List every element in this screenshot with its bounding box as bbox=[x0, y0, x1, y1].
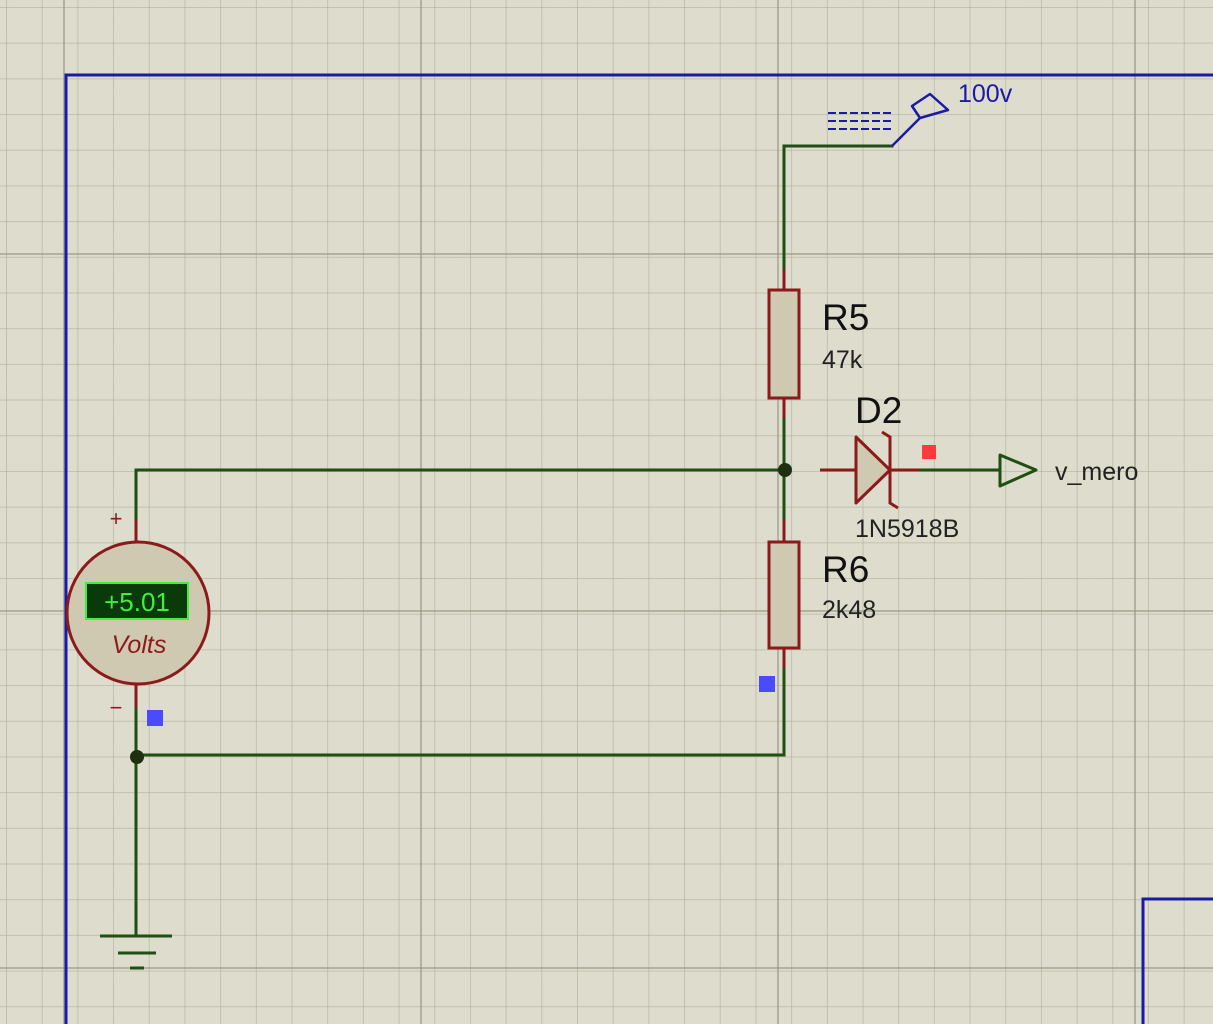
source-terminal[interactable]: 100v bbox=[828, 80, 1013, 147]
wire-r6-to-bottom[interactable] bbox=[136, 646, 786, 757]
output-terminal-label: v_mero bbox=[1055, 458, 1138, 486]
probe-marker-blue-r6 bbox=[759, 676, 775, 692]
ground-symbol[interactable] bbox=[100, 934, 172, 970]
terminal-arrow-icon bbox=[998, 453, 1038, 488]
voltmeter-reading: +5.01 bbox=[104, 587, 170, 617]
voltmeter-unit: Volts bbox=[112, 631, 167, 659]
probe-marker-blue-voltmeter bbox=[147, 710, 163, 726]
d2-ref-label: D2 bbox=[855, 390, 902, 431]
sheet-border-bottom-right bbox=[1141, 897, 1213, 1024]
diode-d2[interactable]: D2 1N5918B bbox=[820, 390, 959, 543]
r6-ref-label: R6 bbox=[822, 549, 869, 590]
output-terminal[interactable]: v_mero bbox=[998, 453, 1138, 488]
wire-source-to-r5[interactable] bbox=[782, 144, 894, 290]
resistor-r6[interactable]: R6 2k48 bbox=[767, 520, 876, 668]
d2-value-label: 1N5918B bbox=[855, 515, 959, 543]
voltmeter-plus-label: + bbox=[110, 506, 123, 531]
resistor-r5[interactable]: R5 47k bbox=[767, 270, 869, 418]
r6-value-label: 2k48 bbox=[822, 596, 876, 624]
voltmeter[interactable]: +5.01 Volts + − bbox=[65, 506, 211, 720]
wire-node-to-voltmeter[interactable] bbox=[134, 468, 786, 542]
probe-marker-red bbox=[922, 445, 936, 459]
terminal-arrow-icon bbox=[891, 92, 950, 147]
resistor-icon bbox=[767, 540, 801, 650]
voltmeter-display bbox=[85, 582, 189, 620]
voltmeter-minus-label: − bbox=[110, 695, 123, 720]
junction-node-bottom bbox=[130, 750, 144, 764]
junction-node-top bbox=[778, 463, 792, 477]
r5-ref-label: R5 bbox=[822, 297, 869, 338]
ground-icon bbox=[100, 934, 172, 970]
zener-diode-icon bbox=[854, 435, 892, 505]
source-terminal-label: 100v bbox=[958, 80, 1013, 108]
resistor-icon bbox=[767, 288, 801, 400]
sheet-border bbox=[64, 73, 1213, 1024]
r5-value-label: 47k bbox=[822, 346, 863, 374]
